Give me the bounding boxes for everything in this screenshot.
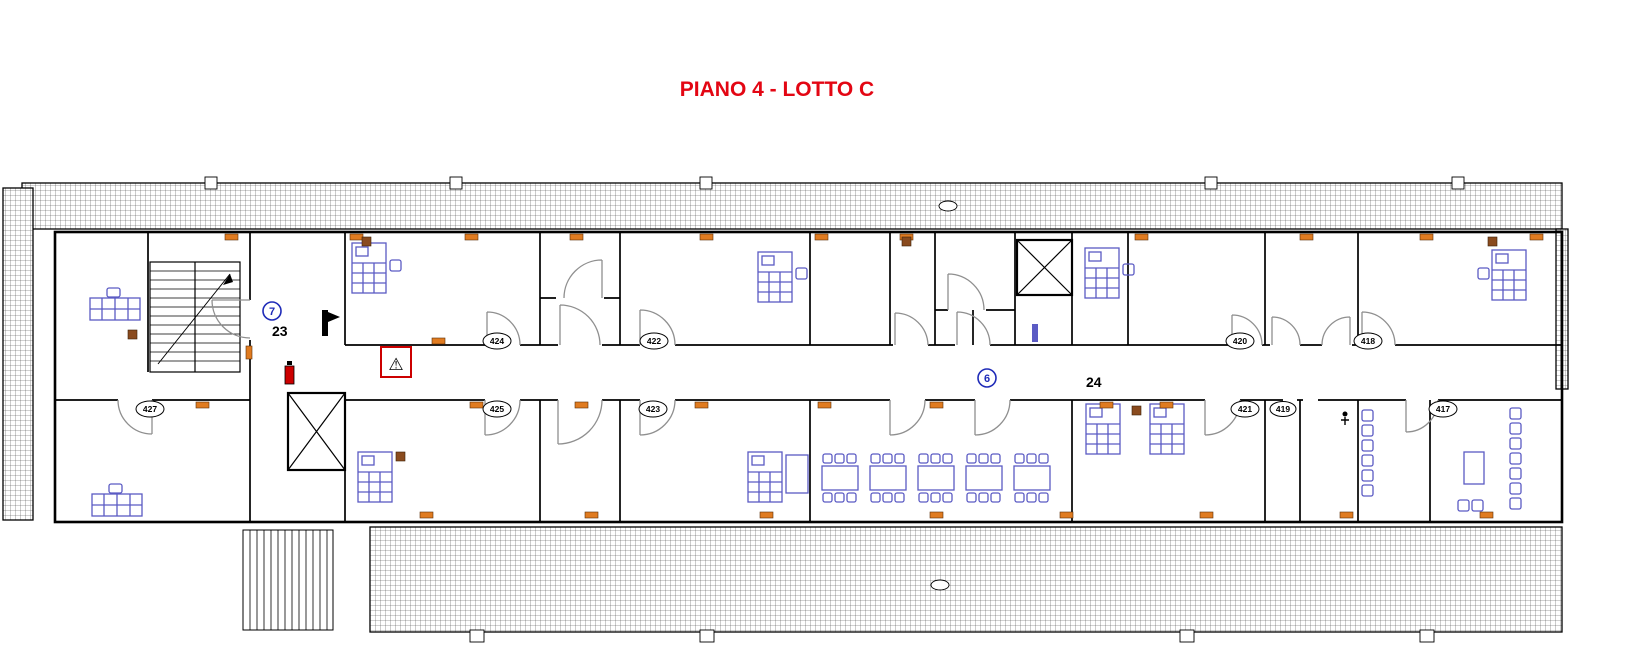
bed-desk: [1085, 403, 1121, 455]
room-label: 419: [1269, 401, 1297, 417]
svg-text:424: 424: [490, 336, 504, 346]
extinguisher-handle: [287, 361, 292, 365]
svg-text:418: 418: [1361, 336, 1375, 346]
column-marker: [699, 629, 715, 643]
bed-desk: [1084, 247, 1120, 299]
column-marker: [449, 176, 463, 190]
desk-workstation: [91, 483, 143, 517]
bed-desk: [351, 242, 387, 294]
bed-desk: [757, 251, 793, 303]
equipment: [127, 236, 1498, 462]
zone-number-23: 23: [272, 323, 288, 339]
bed-desk: [747, 451, 783, 503]
chair: [1361, 454, 1374, 467]
page-title: PIANO 4 - LOTTO C: [680, 78, 874, 101]
elevator-right: [1015, 238, 1074, 297]
room-label: 420: [1225, 332, 1255, 350]
exterior-stairs: [242, 529, 334, 631]
room-label: 424: [482, 332, 512, 350]
room-label: 427: [135, 400, 165, 418]
door-swing-symbol: [328, 312, 340, 322]
chair: [1361, 424, 1374, 437]
column-marker: [1179, 629, 1195, 643]
bed-desk: [357, 451, 393, 503]
door-leaf-symbol: [322, 310, 328, 336]
chair: [1509, 452, 1522, 465]
room-label: 417: [1428, 400, 1458, 418]
meeting-table: [869, 453, 907, 503]
top-terrace: [21, 176, 1563, 230]
left-terrace: [2, 187, 34, 521]
room-label: 418: [1353, 332, 1383, 350]
svg-text:7: 7: [269, 306, 275, 318]
column-marker: [699, 176, 713, 190]
column-marker: [204, 176, 218, 190]
chair: [1361, 409, 1374, 422]
svg-text:417: 417: [1436, 404, 1450, 414]
zone-badge-7: 7: [262, 301, 282, 321]
room-label: 422: [639, 332, 669, 350]
room-label: 425: [482, 400, 512, 418]
svg-text:423: 423: [646, 404, 660, 414]
small-table: [1463, 451, 1485, 485]
building-exterior-walls: [53, 230, 1564, 524]
chair: [1509, 497, 1522, 510]
svg-text:419: 419: [1276, 404, 1290, 414]
column-marker: [469, 629, 485, 643]
bed-desk: [1491, 249, 1527, 301]
chair: [1471, 499, 1484, 512]
column-marker: [1419, 629, 1435, 643]
column-marker: [1204, 176, 1218, 190]
fire-extinguisher-icon: [284, 365, 295, 385]
chair: [1509, 422, 1522, 435]
meeting-table: [1013, 453, 1051, 503]
skylight-marker: [938, 200, 958, 212]
panel: [1032, 324, 1038, 342]
room-label: 423: [638, 400, 668, 418]
zone-number-24: 24: [1086, 374, 1102, 390]
meeting-table: [965, 453, 1003, 503]
hazard-warning-icon: ⚠: [388, 355, 403, 375]
stairwell: [149, 261, 241, 373]
side-table: [785, 454, 809, 494]
chair: [389, 259, 402, 272]
chair: [1509, 482, 1522, 495]
skylight-marker: [930, 579, 950, 591]
elevator-left: [286, 391, 347, 472]
chair: [1509, 407, 1522, 420]
chair: [1361, 469, 1374, 482]
safety-items: ⚠: [284, 310, 1349, 425]
bottom-terrace: [369, 526, 1563, 643]
bed-desk: [1149, 403, 1185, 455]
svg-text:427: 427: [143, 404, 157, 414]
arrow-head: [223, 274, 233, 285]
svg-text:420: 420: [1233, 336, 1247, 346]
svg-text:421: 421: [1238, 404, 1252, 414]
furniture: [89, 242, 1527, 517]
chair: [1509, 467, 1522, 480]
room-labels: 424 422 420 418 427 425 423 421 419 417: [135, 332, 1458, 418]
desk-workstation: [89, 287, 141, 321]
chair: [1509, 437, 1522, 450]
chair: [1361, 484, 1374, 497]
chair: [1457, 499, 1470, 512]
zone-badge-6: 6: [977, 368, 997, 388]
room-label: 421: [1230, 400, 1260, 418]
meeting-table: [917, 453, 955, 503]
svg-text:422: 422: [647, 336, 661, 346]
door-swings: [117, 259, 1439, 445]
chair: [795, 267, 808, 280]
meeting-table: [821, 453, 859, 503]
chair: [1361, 439, 1374, 452]
hazard-sign: [380, 346, 412, 378]
chair: [1477, 267, 1490, 280]
svg-text:6: 6: [984, 373, 990, 385]
wc-person-icon: [1341, 411, 1349, 425]
svg-text:425: 425: [490, 404, 504, 414]
zone-labels: 7 23 6 24: [262, 301, 1102, 390]
stair-direction-arrow: [157, 273, 231, 365]
column-marker: [1451, 176, 1465, 190]
